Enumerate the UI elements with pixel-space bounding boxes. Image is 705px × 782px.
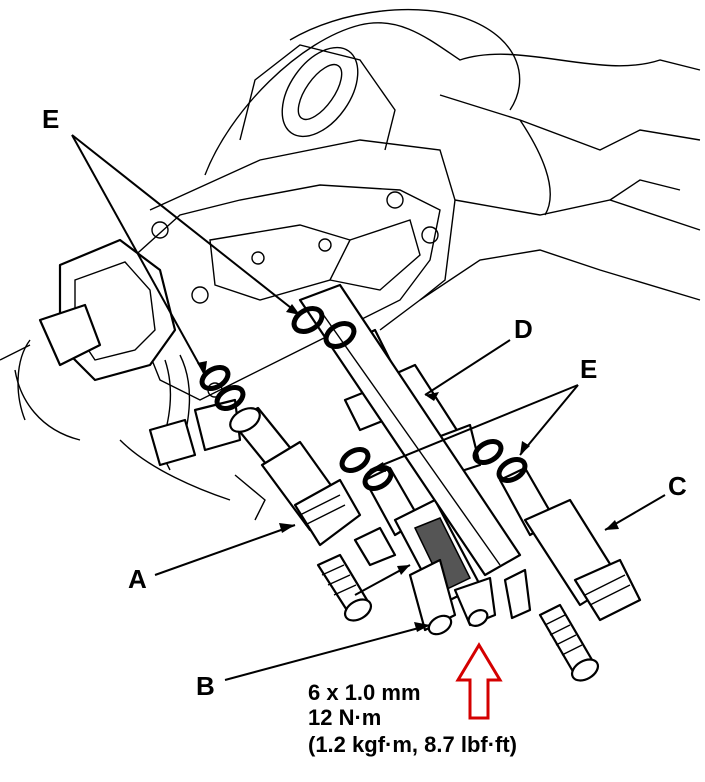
torque-bolt-size: 6 x 1.0 mm bbox=[308, 680, 421, 705]
bolt-left bbox=[316, 553, 373, 622]
solenoid-c bbox=[498, 466, 642, 622]
leader-b bbox=[224, 624, 431, 681]
leader-lines bbox=[71, 134, 666, 681]
transmission-housing bbox=[0, 8, 701, 521]
callout-e-top: E bbox=[42, 104, 59, 134]
leader-e-top-1 bbox=[71, 134, 301, 316]
callout-c: C bbox=[668, 471, 687, 501]
solenoid-a bbox=[229, 406, 362, 547]
leader-a bbox=[154, 524, 296, 576]
torque-nm: 12 N·m bbox=[308, 705, 381, 730]
torque-alt-units: (1.2 kgf·m, 8.7 lbf·ft) bbox=[308, 732, 517, 757]
leader-e-right-1 bbox=[369, 384, 579, 471]
callout-e-right: E bbox=[580, 354, 597, 384]
callout-d: D bbox=[514, 314, 533, 344]
callout-b: B bbox=[196, 671, 215, 701]
leader-e-top-2 bbox=[71, 134, 206, 376]
leader-d bbox=[424, 339, 511, 396]
solenoid-b bbox=[353, 466, 497, 636]
callout-a: A bbox=[128, 564, 147, 594]
red-up-arrow-icon bbox=[455, 642, 503, 720]
valve-body-strip bbox=[298, 283, 522, 577]
bolt-right bbox=[503, 568, 600, 682]
leader-e-right-2 bbox=[519, 384, 579, 456]
